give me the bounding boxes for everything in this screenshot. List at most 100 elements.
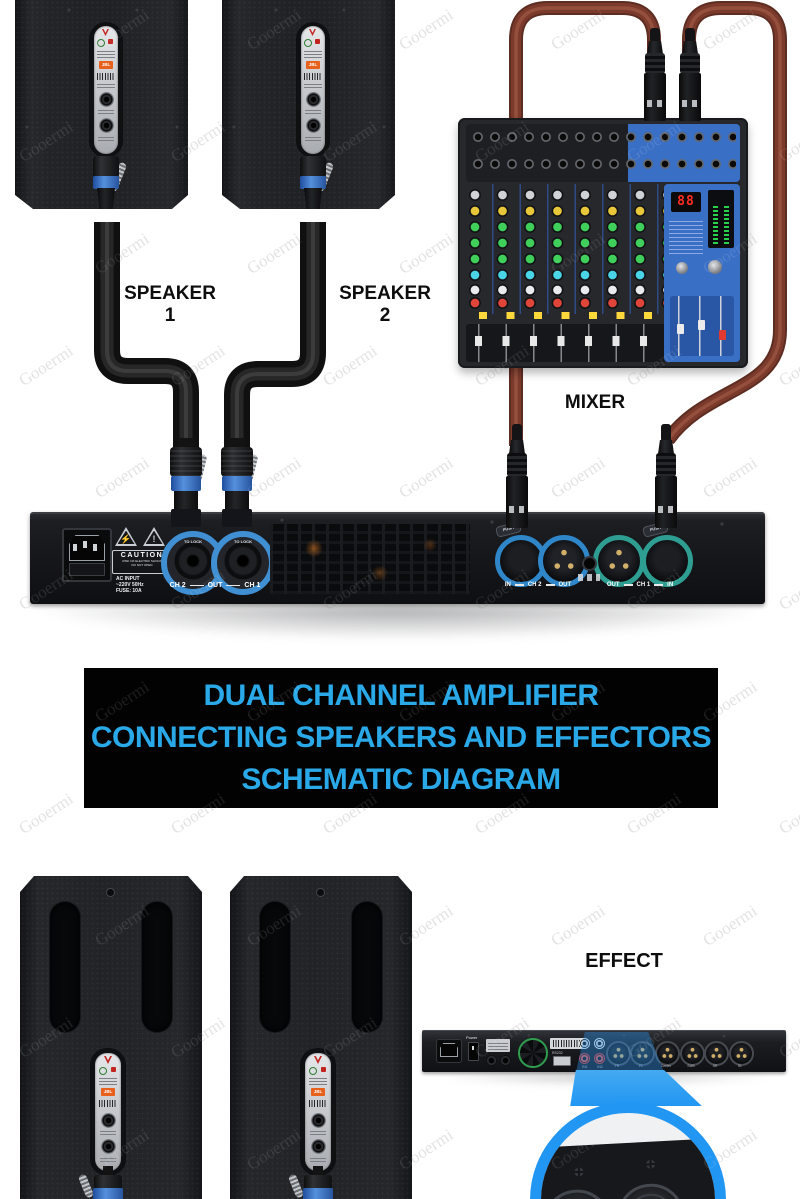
- magnified-xlr-connector: [615, 1182, 687, 1199]
- plug-boot: [650, 28, 660, 43]
- screw-icon: [622, 1033, 626, 1037]
- spec-text-lines: [100, 1158, 116, 1162]
- mixer-master-faders: [670, 296, 734, 356]
- plug-body: [94, 1175, 122, 1190]
- power-spec-text: AC INPUT ~220V 50Hz FUSE: 10A: [116, 576, 144, 594]
- mixer-input-jacks: [470, 126, 736, 180]
- mixer-knob-row-yellow: [468, 204, 664, 219]
- xlr-label: FL: [638, 1064, 644, 1068]
- speaker-2-cabinet: JBL: [222, 0, 395, 209]
- xlr-plug-to-mixer: [678, 28, 702, 124]
- ch1-text: CH 1: [636, 582, 651, 588]
- fader-cap: [677, 324, 684, 334]
- round-connector: [500, 1055, 511, 1066]
- spec-label: [486, 1039, 510, 1052]
- xlr-cables: [509, 1, 787, 446]
- fader-cap: [698, 320, 705, 330]
- xlr-inner-ring: [625, 1192, 677, 1199]
- lightning-icon: ⚡: [117, 530, 135, 544]
- xlr-label: Center: [660, 1064, 672, 1068]
- power-spec-line: FUSE: 10A: [116, 588, 142, 594]
- xlr-output-ch1: [593, 535, 645, 587]
- banner-line-3: SCHEMATIC DIAGRAM: [241, 763, 561, 796]
- warning-label: [550, 1038, 584, 1049]
- screw-icon: [527, 1033, 531, 1037]
- spec-text-lines: [99, 1077, 117, 1085]
- connector-panel: JBL: [94, 26, 118, 154]
- spec-text-lines: [304, 49, 322, 58]
- plug-latch: [509, 506, 514, 513]
- tower-speaker-right: JBL: [230, 876, 412, 1199]
- plug-flare: [222, 509, 252, 527]
- divider-line: [623, 584, 633, 586]
- screw-icon: [175, 125, 179, 129]
- xlr-plug-amp-ch1-in: [654, 424, 678, 534]
- power-label: Power: [466, 1035, 478, 1040]
- screw-icon: [106, 888, 115, 897]
- screw-icon: [490, 520, 494, 524]
- tower-speaker-left: JBL: [20, 876, 202, 1199]
- spec-text-lines: [304, 83, 322, 88]
- spec-text-lines: [98, 110, 114, 114]
- mixer-knob-row-white: [468, 283, 664, 296]
- fuse-drawer: [69, 563, 105, 576]
- plug-latch: [658, 506, 663, 513]
- ac-inlet: [62, 528, 112, 582]
- rs232-label: RS232: [552, 1051, 563, 1055]
- caution-line1: RISK OF ELECTRIC SHOCK: [122, 559, 162, 563]
- connector-panel: JBL: [95, 1053, 121, 1171]
- usb-port: [553, 1056, 571, 1066]
- plug-blue-collar: [93, 176, 119, 189]
- banner-line-1: DUAL CHANNEL AMPLIFIER: [203, 679, 599, 712]
- cable-spring: [288, 1173, 304, 1198]
- port-slot: [50, 902, 80, 1032]
- speakon-socket-icon: [306, 118, 321, 133]
- plug-grip: [656, 453, 676, 477]
- cert-icon: [108, 39, 113, 44]
- fader-cap-red: [719, 330, 726, 340]
- exclamation-icon: !: [145, 530, 163, 544]
- speakon-socket-icon: [99, 92, 114, 107]
- screw-icon: [342, 8, 346, 12]
- mixer-master-knob: [676, 262, 688, 274]
- spec-text-lines: [97, 83, 115, 88]
- speakon-plug-ch1: [221, 438, 259, 528]
- spec-text-lines: [305, 110, 321, 114]
- title-banner: DUAL CHANNEL AMPLIFIER CONNECTING SPEAKE…: [84, 668, 718, 808]
- plug-blue-collar: [222, 476, 252, 491]
- power-spec-line: ~220V 50Hz: [116, 582, 144, 588]
- connector-panel: JBL: [305, 1053, 331, 1171]
- plug-grip: [680, 53, 700, 74]
- out-text: OUT: [606, 582, 620, 588]
- xlr-label: FR: [614, 1064, 620, 1068]
- cert-icon: [321, 1067, 326, 1072]
- mixer-jack-field: [466, 124, 740, 182]
- plug-latch: [519, 506, 524, 513]
- plug-boot: [661, 424, 671, 442]
- mixer-fader-caps: [466, 336, 666, 346]
- ground-lift-button: [582, 556, 597, 571]
- screw-icon: [232, 125, 236, 129]
- screw-icon: [280, 518, 284, 522]
- caution-title: CAUTION: [120, 552, 164, 559]
- xlr-input-ch1: [641, 535, 693, 587]
- plug-latch: [682, 100, 687, 107]
- mixer-led-meter: [708, 190, 734, 248]
- rca-jack-red: [594, 1053, 605, 1064]
- xlr-out-sr: [704, 1041, 729, 1066]
- ac-socket: [69, 535, 105, 561]
- rca-label: IN2: [597, 1065, 603, 1069]
- usb-icon: [578, 574, 600, 581]
- plug-cone: [682, 41, 698, 54]
- divider-line: [514, 584, 524, 586]
- spec-text-lines: [488, 1041, 508, 1050]
- spec-text-lines: [98, 137, 114, 141]
- xlr-ch1-label-row: OUT CH 1 IN: [590, 582, 690, 588]
- rca-jack-red: [579, 1053, 590, 1064]
- speakon-socket-icon: [101, 1113, 116, 1128]
- mixer-knob-row-cyan: [468, 268, 664, 283]
- cable-stub: [103, 1166, 113, 1178]
- mixer-master-knob: [708, 260, 722, 274]
